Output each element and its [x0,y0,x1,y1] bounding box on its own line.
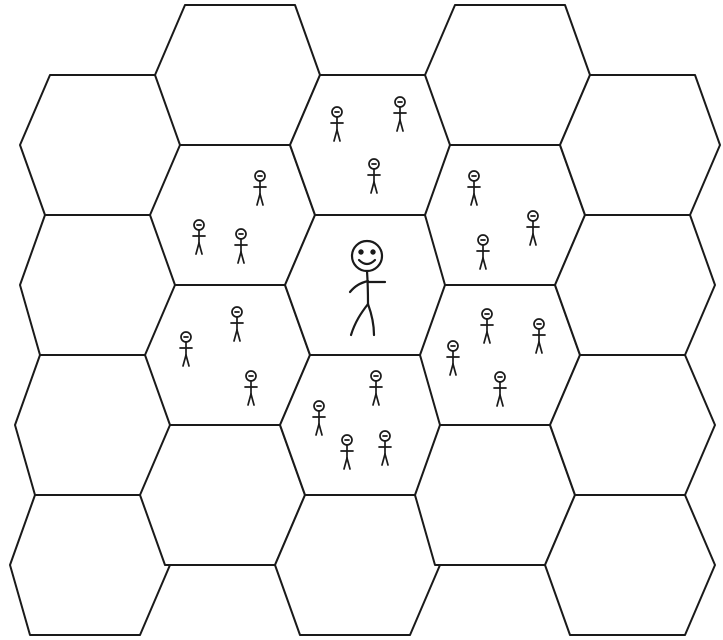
hex-cell [290,75,455,215]
hex-cell [155,5,320,145]
hex-cell [560,75,720,215]
hex-cell [420,285,580,425]
hex-cell [415,425,575,565]
hex-cell [280,355,445,495]
hex-cells [10,5,720,635]
hex-cell [145,285,310,425]
hex-cell [275,495,440,635]
hex-cell [150,145,315,285]
hex-cell [550,355,715,495]
hex-cell [425,145,585,285]
hex-cell [555,215,715,355]
hex-cell [10,495,170,635]
hex-cell [140,425,305,565]
hex-cell [545,495,715,635]
hex-cell [425,5,590,145]
